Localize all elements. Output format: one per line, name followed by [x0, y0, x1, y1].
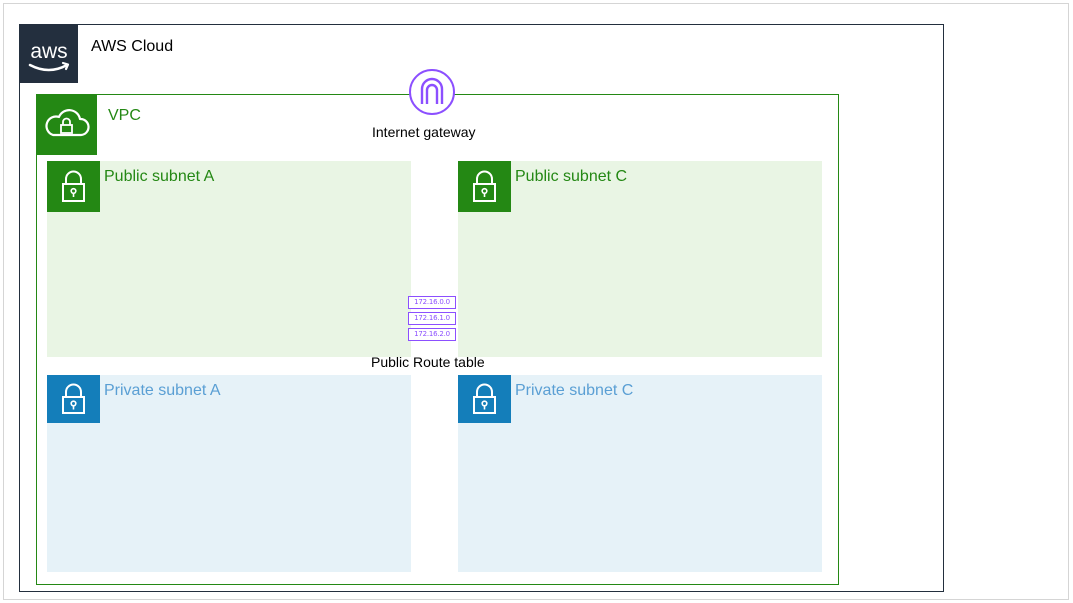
- route-table-row-2: 172.16.1.0: [408, 312, 456, 325]
- internet-gateway-icon: [408, 68, 456, 116]
- aws-logo-text: aws: [30, 40, 67, 63]
- private-subnet-a: [47, 375, 411, 572]
- aws-logo-icon: aws: [20, 25, 78, 83]
- internet-gateway-label: Internet gateway: [372, 124, 476, 140]
- vpc-cloud-lock-icon: [36, 94, 97, 155]
- vpc-label: VPC: [108, 107, 141, 124]
- public-subnet-a: [47, 161, 411, 357]
- private-subnet-c-label: Private subnet C: [515, 382, 634, 399]
- public-subnet-c: [458, 161, 822, 357]
- aws-cloud-label: AWS Cloud: [91, 38, 174, 55]
- route-table-row-3: 172.16.2.0: [408, 328, 456, 341]
- private-subnet-a-lock-icon: [47, 375, 100, 423]
- private-subnet-c-lock-icon: [458, 375, 511, 423]
- public-subnet-c-label: Public subnet C: [515, 168, 628, 185]
- private-subnet-a-label: Private subnet A: [104, 382, 221, 399]
- route-table-icon: 172.16.0.0 172.16.1.0 172.16.2.0: [408, 296, 456, 344]
- public-subnet-a-label: Public subnet A: [104, 168, 215, 185]
- public-subnet-a-lock-icon: [47, 161, 100, 212]
- private-subnet-c: [458, 375, 822, 572]
- route-table-label: Public Route table: [371, 354, 485, 370]
- route-table-row-1: 172.16.0.0: [408, 296, 456, 309]
- public-subnet-c-lock-icon: [458, 161, 511, 212]
